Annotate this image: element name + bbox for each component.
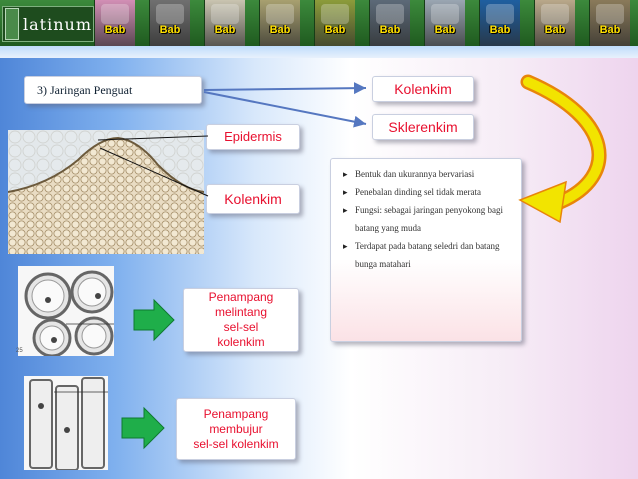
top-navigation-bar: latinum Bab Bab Bab Bab Bab Bab Bab Bab Bab Bab xyxy=(0,0,638,46)
logo-text: latinum xyxy=(23,14,92,34)
chapter-nav-item[interactable]: Bab xyxy=(424,0,465,46)
longitudinal-section-image xyxy=(24,376,108,471)
chapter-nav-label: Bab xyxy=(214,24,236,36)
stem-cross-section-image xyxy=(7,130,205,254)
chapter-nav-label: Bab xyxy=(434,24,456,36)
transverse-section-label: Penampang melintang sel-sel kolenkim xyxy=(208,290,274,349)
animal-thumb xyxy=(541,4,569,24)
chapter-nav-label: Bab xyxy=(544,24,566,36)
chapter-nav-item[interactable]: Bab xyxy=(369,0,410,46)
green-arrow-longitudinal xyxy=(121,406,165,450)
chapter-nav-item[interactable]: Bab xyxy=(534,0,575,46)
cell-diagram-thumb xyxy=(211,4,239,24)
chapter-nav-item[interactable]: Bab xyxy=(589,0,630,46)
info-bullet: ▸ Terdapat pada batang seledri dan batang… xyxy=(343,237,513,273)
transverse-section-image: 25 xyxy=(16,266,114,358)
chapter-nav-label: Bab xyxy=(159,24,181,36)
info-bullet: ▸ Bentuk dan ukurannya bervariasi xyxy=(343,165,513,183)
transverse-section-label-box: Penampang melintang sel-sel kolenkim xyxy=(183,288,299,352)
longitudinal-section-label-box: Penampang membujur sel-sel kolenkim xyxy=(176,398,296,460)
chapter-nav-item[interactable]: Bab xyxy=(314,0,355,46)
micrograph-scale-label: 25 xyxy=(16,348,23,354)
info-bullet-text: Fungsi: sebagai jaringan penyokong bagi … xyxy=(355,205,503,233)
chapter-nav-item[interactable]: Bab xyxy=(204,0,245,46)
kolenkim-callout-label: Kolenkim xyxy=(206,184,300,214)
people-thumb xyxy=(596,4,624,24)
curved-yellow-arrow xyxy=(520,74,607,210)
chapter-nav-label: Bab xyxy=(104,24,126,36)
cell-photo-thumb xyxy=(101,4,129,24)
longitudinal-section-label: Penampang membujur sel-sel kolenkim xyxy=(193,406,279,451)
info-bullet-text: Penebalan dinding sel tidak merata xyxy=(355,187,481,197)
header-divider xyxy=(0,46,638,58)
bullet-arrow-icon: ▸ xyxy=(343,187,348,197)
info-bullet-text: Terdapat pada batang seledri dan batang … xyxy=(355,241,500,269)
food-thumb xyxy=(321,4,349,24)
chapter-nav-label: Bab xyxy=(324,24,346,36)
chapter-nav-item[interactable]: Bab xyxy=(259,0,300,46)
chapter-nav-item[interactable]: Bab xyxy=(149,0,190,46)
logo-mark-icon xyxy=(5,8,19,40)
globe-thumb xyxy=(486,4,514,24)
chapter-nav-label: Bab xyxy=(379,24,401,36)
green-arrow-transverse xyxy=(133,298,175,342)
micrograph-thumb xyxy=(156,4,184,24)
chapter-nav-label: Bab xyxy=(269,24,291,36)
info-bullet-list: ▸ Bentuk dan ukurannya bervariasi ▸ Penebal… xyxy=(343,165,513,273)
chapter-nav-item[interactable]: Bab xyxy=(479,0,520,46)
info-bullet: ▸ Penebalan dinding sel tidak merata xyxy=(343,183,513,201)
info-bullet: ▸ Fungsi: sebagai jaringan penyokong bagi… xyxy=(343,201,513,237)
xray-thumb xyxy=(376,4,404,24)
arrow-to-kolenkim xyxy=(203,82,367,95)
slide-title: 3) Jaringan Penguat xyxy=(24,76,202,104)
sklerenkim-label: Sklerenkim xyxy=(372,114,474,140)
app-logo[interactable]: latinum xyxy=(2,6,94,42)
bullet-arrow-icon: ▸ xyxy=(343,205,348,215)
bullet-arrow-icon: ▸ xyxy=(343,241,348,251)
skeleton-thumb xyxy=(266,4,294,24)
chapter-nav-item[interactable]: Bab xyxy=(94,0,135,46)
curved-yellow-arrow-head xyxy=(518,180,567,224)
epidermis-label: Epidermis xyxy=(206,124,300,150)
lab-thumb xyxy=(431,4,459,24)
kolenkim-info-box: ▸ Bentuk dan ukurannya bervariasi ▸ Penebal… xyxy=(330,158,522,342)
arrow-to-sklerenkim xyxy=(203,91,367,128)
chapter-nav-label: Bab xyxy=(489,24,511,36)
bullet-arrow-icon: ▸ xyxy=(343,169,348,179)
info-bullet-text: Bentuk dan ukurannya bervariasi xyxy=(355,169,475,179)
kolenkim-label: Kolenkim xyxy=(372,76,474,102)
chapter-nav-label: Bab xyxy=(599,24,621,36)
